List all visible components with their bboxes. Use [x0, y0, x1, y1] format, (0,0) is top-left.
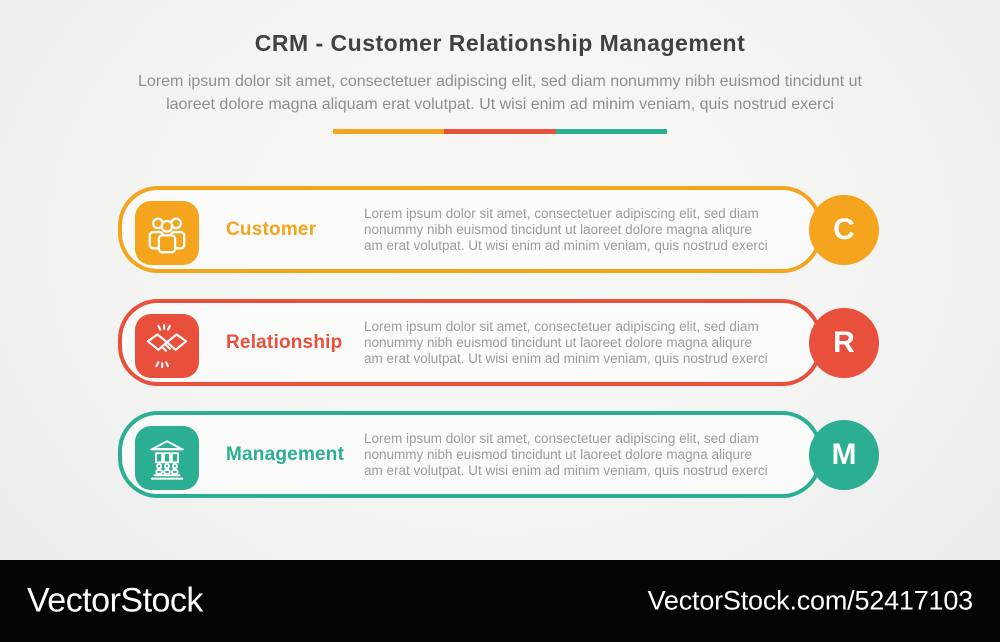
- divider-segment-orange: [333, 129, 445, 134]
- row-customer: Customer Lorem ipsum dolor sit amet, con…: [118, 186, 879, 273]
- divider-segment-red: [444, 129, 556, 134]
- row-relationship: Relationship Lorem ipsum dolor sit amet,…: [118, 299, 879, 386]
- row-title: Relationship: [226, 331, 343, 353]
- letter-badge-m: M: [809, 419, 879, 490]
- divider-bar: [333, 129, 667, 134]
- handshake-icon: [135, 314, 199, 378]
- letter-badge-r: R: [809, 307, 879, 378]
- bank-building-icon: [135, 426, 199, 490]
- row-description: Lorem ipsum dolor sit amet, consectetuer…: [364, 430, 768, 478]
- page-title: CRM - Customer Relationship Management: [254, 30, 746, 56]
- row-title: Customer: [226, 218, 317, 240]
- people-group-icon: [135, 201, 199, 265]
- row-description: Lorem ipsum dolor sit amet, consectetuer…: [364, 205, 768, 253]
- row-description: Lorem ipsum dolor sit amet, consectetuer…: [364, 318, 768, 366]
- subtitle-line: laoreet dolore magna aliquam erat volutp…: [166, 96, 834, 113]
- subtitle-line: Lorem ipsum dolor sit amet, consectetuer…: [138, 73, 862, 90]
- watermark-bar: VectorStock VectorStock.com/52417103: [0, 560, 1000, 642]
- page-subtitle: Lorem ipsum dolor sit amet, consectetuer…: [110, 70, 890, 116]
- vectorstock-url: VectorStock.com/52417103: [647, 585, 974, 616]
- row-title: Management: [226, 443, 345, 465]
- row-management: Management Lorem ipsum dolor sit amet, c…: [118, 411, 879, 498]
- letter-badge-c: C: [809, 194, 879, 265]
- divider-segment-teal: [555, 129, 667, 134]
- vectorstock-logo: VectorStock: [27, 581, 203, 620]
